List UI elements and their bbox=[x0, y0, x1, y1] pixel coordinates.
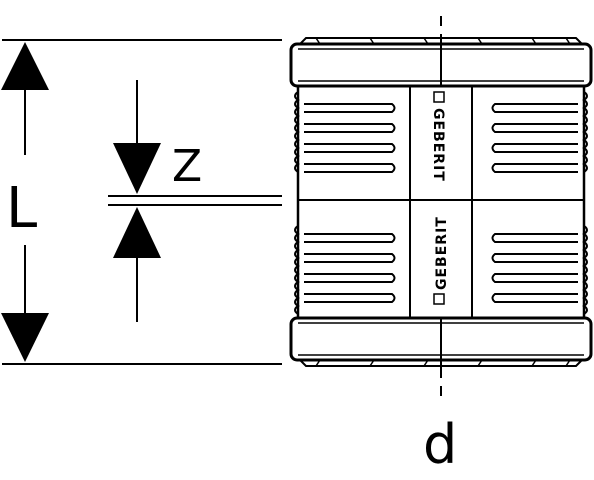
grip-ridges-upper-left bbox=[304, 103, 396, 173]
pipe-coupling bbox=[289, 37, 593, 367]
grip-ridges-lower-right bbox=[491, 233, 578, 303]
brand-mark-upper: GEBERIT bbox=[430, 108, 446, 182]
diameter-label: d bbox=[423, 413, 457, 476]
z-arrow-down bbox=[113, 143, 161, 194]
z-arrow-up bbox=[113, 207, 161, 258]
grip-ridges-upper-right bbox=[491, 103, 578, 173]
brand-marks: GEBERIT GEBERIT bbox=[430, 91, 450, 305]
length-arrow-down bbox=[1, 313, 49, 362]
brand-mark-lower: GEBERIT bbox=[434, 216, 450, 290]
length-arrow-up bbox=[1, 42, 49, 90]
insertion-depth-label: Z bbox=[172, 141, 202, 192]
left-side-ribs bbox=[294, 91, 300, 315]
brand-mark-square-upper bbox=[433, 91, 445, 103]
length-label: L bbox=[6, 176, 37, 241]
brand-mark-square-lower bbox=[433, 293, 445, 305]
grip-ridges-lower-left bbox=[304, 233, 396, 303]
right-side-ribs bbox=[582, 91, 588, 315]
top-ring-teeth bbox=[315, 37, 571, 45]
bottom-ring-teeth bbox=[315, 359, 571, 367]
insertion-depth-dimension: Z bbox=[108, 80, 282, 322]
length-dimension: L bbox=[1, 39, 282, 365]
